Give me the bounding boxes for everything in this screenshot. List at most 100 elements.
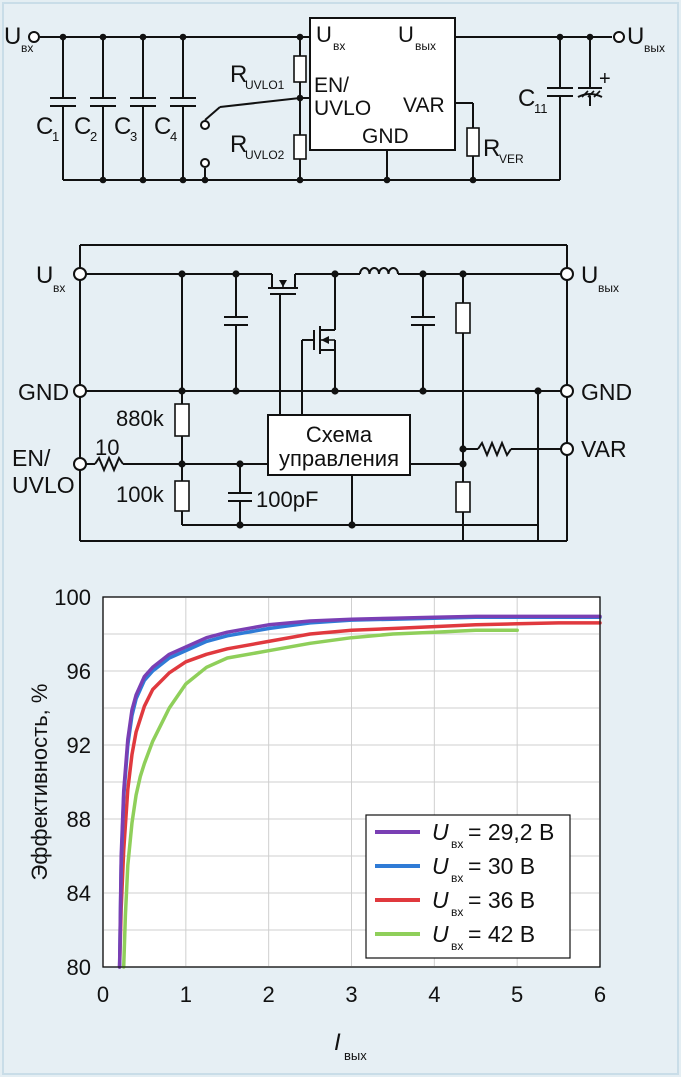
x-tick-label: 0 — [97, 982, 109, 1007]
uin-terminal — [28, 31, 40, 43]
en-label: EN/ — [12, 445, 51, 471]
c2-label: C — [74, 113, 91, 140]
r-ver-label: R — [483, 135, 500, 162]
capacitor-c1 — [50, 37, 76, 180]
resistor-880k — [174, 403, 190, 437]
circuit-diagram-top: U вх U вых C 1 C 2 C 3 C 4 — [4, 17, 665, 184]
ic-uin-label: U — [316, 22, 332, 47]
x-tick-label: 1 — [180, 982, 192, 1007]
uin-sub-2: вх — [53, 281, 65, 295]
gnd-label-right: GND — [581, 379, 632, 405]
series-line — [121, 628, 519, 969]
resistor-divider-bottom — [455, 481, 471, 513]
resistor-10 — [94, 455, 124, 473]
uout-sub: вых — [644, 41, 665, 55]
x-tick-label: 6 — [594, 982, 606, 1007]
legend-sub: вх — [451, 905, 463, 919]
uin-sub: вх — [21, 41, 33, 55]
r-uvlo2-label: R — [230, 131, 247, 158]
resistor-var — [477, 440, 512, 458]
c11-label: C — [518, 85, 535, 112]
gnd-terminal-left — [73, 384, 87, 398]
series-line — [117, 614, 602, 969]
y-tick-label: 88 — [67, 807, 91, 832]
uin-label: U — [4, 23, 21, 50]
r-uvlo1-sub: UVLO1 — [245, 78, 285, 92]
polarized-capacitor — [577, 37, 603, 106]
resistor-divider-top — [455, 302, 471, 334]
plus-sign: + — [599, 68, 611, 90]
control-block — [267, 414, 411, 476]
r-uvlo2-sub: UVLO2 — [245, 148, 285, 162]
legend-label: = 36 В — [468, 887, 535, 913]
capacitor-c2 — [90, 37, 116, 180]
legend-sub: вх — [451, 871, 463, 885]
ic-uout-sub: вых — [415, 39, 436, 53]
r-uvlo1-label: R — [230, 61, 247, 88]
c2-sub: 2 — [90, 129, 97, 144]
legend-label: = 42 В — [468, 921, 535, 947]
x-tick-label: 2 — [263, 982, 275, 1007]
legend-label: = 29,2 В — [468, 819, 554, 845]
ic-en-label: EN/ — [314, 74, 349, 97]
r-ver-sub: VER — [499, 152, 524, 166]
legend-symbol: U — [432, 853, 449, 879]
circuit-diagram-middle: Схема управления — [12, 244, 632, 542]
legend-symbol: U — [432, 921, 449, 947]
c3-label: C — [114, 113, 131, 140]
legend-symbol: U — [432, 887, 449, 913]
y-tick-label: 100 — [54, 585, 91, 610]
r10-label: 10 — [95, 435, 119, 460]
resistor-uvlo1 — [293, 55, 307, 83]
var-label: VAR — [581, 436, 627, 462]
r880k-label: 880k — [116, 406, 165, 431]
ic-box — [309, 17, 456, 151]
legend-label: = 30 В — [468, 853, 535, 879]
uin-label-2: U — [36, 262, 53, 289]
legend-symbol: U — [432, 819, 449, 845]
inductor — [359, 267, 399, 275]
series-line — [117, 621, 602, 969]
ic-uin-sub: вх — [333, 39, 345, 53]
c1-sub: 1 — [52, 129, 59, 144]
control-block-line1: Схема — [306, 422, 373, 447]
c4-label: C — [154, 113, 171, 140]
gnd-label-left: GND — [18, 379, 69, 405]
uout-label: U — [627, 23, 644, 50]
gnd-terminal-right — [560, 384, 574, 398]
c100pf-label: 100pF — [256, 487, 318, 512]
y-axis-label: Эффективность, % — [27, 684, 52, 881]
y-tick-label: 84 — [67, 881, 91, 906]
legend-sub: вх — [451, 939, 463, 953]
c11-sub: 11 — [534, 101, 548, 116]
ic-uout-label: U — [398, 22, 414, 47]
legend-sub: вх — [451, 837, 463, 851]
y-tick-label: 80 — [67, 955, 91, 980]
mosfet-low — [301, 274, 336, 415]
var-terminal — [560, 442, 574, 456]
uout-terminal — [613, 31, 625, 43]
uout-terminal-2 — [560, 267, 574, 281]
capacitor-c11 — [547, 37, 573, 180]
switch-symbol — [200, 97, 301, 180]
r100k-label: 100k — [116, 482, 165, 507]
x-axis-label-sub: вых — [344, 1048, 367, 1063]
resistor-uvlo2 — [293, 134, 307, 160]
resistor-100k — [174, 480, 190, 512]
x-tick-label: 3 — [345, 982, 357, 1007]
en-terminal — [73, 457, 87, 471]
ic-var-label: VAR — [403, 94, 445, 117]
ic-uvlo-label: UVLO — [314, 97, 371, 120]
x-tick-label: 5 — [511, 982, 523, 1007]
uout-sub-2: вых — [598, 281, 619, 295]
ic-gnd-label: GND — [362, 125, 409, 148]
uvlo-label: UVLO — [12, 472, 75, 498]
mosfet-high — [268, 274, 298, 415]
x-axis-label: I — [334, 1029, 341, 1056]
c4-sub: 4 — [170, 129, 177, 144]
capacitor-c3 — [130, 37, 156, 180]
